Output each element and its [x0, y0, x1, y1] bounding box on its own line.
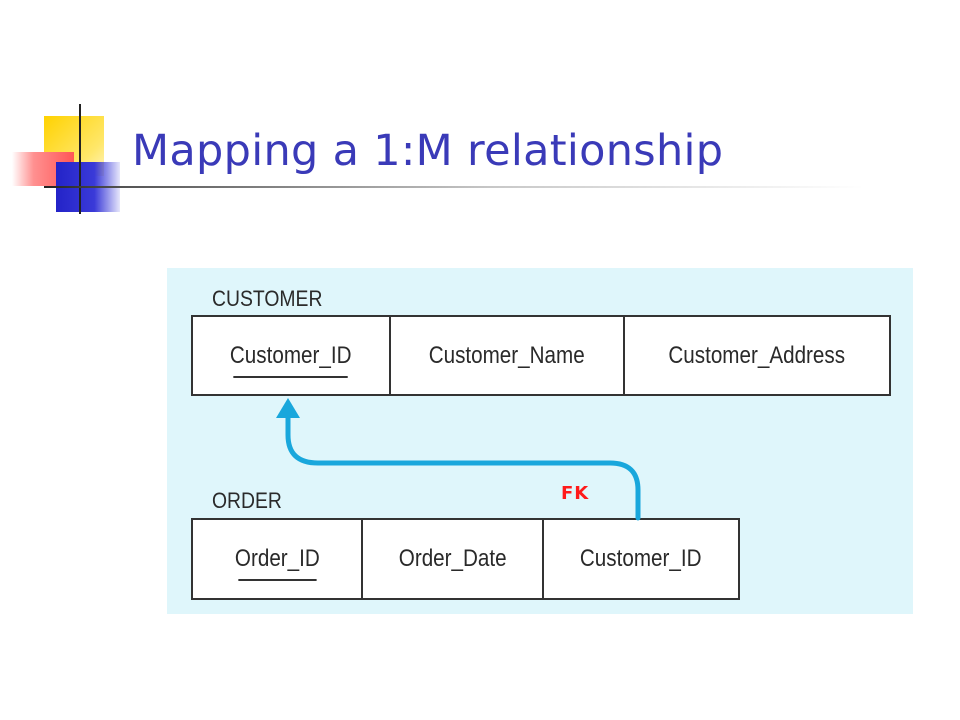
order-cell-order-id: Order_ID: [193, 520, 363, 598]
relationship-arrow-line: [285, 411, 641, 521]
attribute-customer-address: Customer_Address: [668, 341, 846, 369]
order-entity-name: ORDER: [212, 488, 282, 513]
order-cell-order-date: Order_Date: [363, 520, 544, 598]
customer-cell-customer-id: Customer_ID: [193, 317, 391, 394]
customer-cell-customer-name: Customer_Name: [391, 317, 625, 394]
primary-key-order-id: Order_ID: [234, 545, 320, 581]
title-underline: [44, 186, 864, 188]
customer-cell-customer-address: Customer_Address: [625, 317, 889, 394]
foreign-key-label: FK: [561, 483, 590, 504]
foreign-key-customer-id: Customer_ID: [580, 545, 702, 572]
arrowhead-icon: [276, 398, 300, 418]
attribute-customer-name: Customer_Name: [428, 341, 586, 369]
customer-table: Customer_ID Customer_Name Customer_Addre…: [191, 315, 891, 396]
decorative-vertical-line: [79, 104, 81, 214]
slide-title: Mapping a 1:M relationship: [132, 126, 724, 176]
order-cell-customer-id: Customer_ID: [544, 520, 738, 598]
order-table: Order_ID Order_Date Customer_ID: [191, 518, 740, 600]
attribute-order-date: Order_Date: [398, 545, 507, 572]
primary-key-customer-id: Customer_ID: [230, 341, 352, 378]
customer-entity-name: CUSTOMER: [212, 286, 323, 311]
